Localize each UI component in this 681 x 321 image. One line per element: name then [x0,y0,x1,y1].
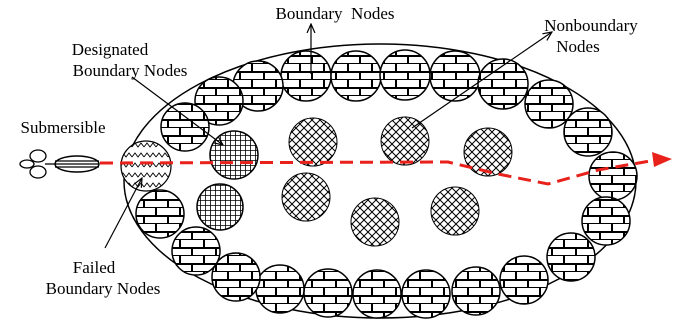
boundary-node [303,268,353,318]
label-nonboundary-line1: Nonboundary [544,16,638,35]
boundary-node [160,102,210,152]
designated-boundary-nodes [196,130,259,231]
boundary-node [255,264,305,314]
nonboundary-node [350,197,400,247]
label-failed-line1: Failed [73,258,116,277]
nonboundary-node [380,116,430,166]
label-failed-line2: Boundary Nodes [46,279,161,298]
label-submersible: Submersible [21,118,106,137]
label-designated-line2: Boundary Nodes [73,61,188,80]
path-arrowhead [652,152,672,167]
nonboundary-nodes-arrow [411,32,552,129]
boundary-node [194,76,244,126]
boundary-node [379,49,431,101]
boundary-node [451,266,501,316]
label-designated-line1: Designated [72,40,149,59]
boundary-node [330,50,382,102]
label-boundary-nodes: Boundary Nodes [276,4,395,23]
failed-boundary-node [120,140,172,192]
boundary-node [429,50,481,102]
boundary-node [135,189,185,239]
designated-nodes-arrow [131,76,223,145]
boundary-node [280,50,332,102]
nonboundary-node [281,172,331,222]
boundary-node [581,196,631,246]
boundary-node [211,252,261,302]
submersible-path [99,158,657,186]
boundary-node [588,151,638,201]
boundary-node [563,107,613,157]
boundary-node [352,269,402,319]
nonboundary-node [288,117,338,167]
nonboundary-node [430,186,480,236]
boundary-node [171,226,221,276]
failed-nodes-arrow [104,178,142,249]
label-nonboundary-line2: Nodes [556,37,599,56]
designated-boundary-node [209,130,259,180]
designated-boundary-node [196,183,244,231]
leader-arrows [104,24,552,249]
nonboundary-node [463,127,513,177]
boundary-node [546,232,596,282]
boundary-nodes [135,49,638,319]
boundary-node [477,58,529,110]
nonboundary-nodes [281,116,513,247]
submersible-icon [19,149,100,179]
boundary-node [401,269,451,319]
boundary-node [524,79,574,129]
boundary-node [499,255,549,305]
